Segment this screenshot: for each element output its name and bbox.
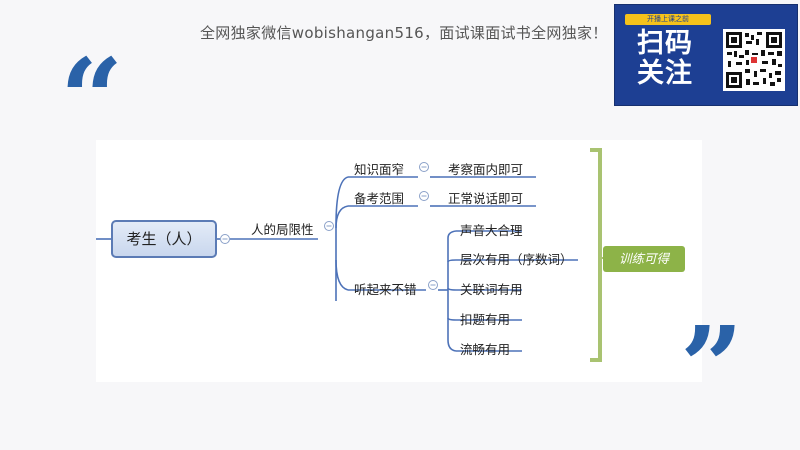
node-sub1-leaf[interactable]: 考察面内即可: [448, 162, 524, 177]
qr-follow-card[interactable]: 开播上课之前 扫码 关注: [614, 4, 798, 106]
qr-title-line1: 扫码: [637, 28, 693, 59]
node-branch[interactable]: 人的局限性: [251, 222, 314, 237]
node-sub3-leaf-2[interactable]: 层次有用（序数词）: [460, 252, 573, 267]
node-sub3-leaf-3[interactable]: 关联词有用: [460, 282, 523, 297]
node-sub3-leaf-1[interactable]: 声音大合理: [460, 223, 523, 238]
node-sub3-leaf-5[interactable]: 流畅有用: [460, 342, 511, 357]
mindmap-panel: 考生（人） 人的局限性 知识面窄 考察面内即可 备考范围 正常说话即可 听起来不…: [96, 140, 702, 382]
qr-code-image[interactable]: [723, 29, 785, 91]
mindmap-connectors: [96, 148, 603, 362]
qr-small-label: 开播上课之前: [625, 14, 711, 25]
qr-title: 扫码 关注: [637, 29, 707, 89]
qr-title-line2: 关注: [637, 58, 693, 89]
node-sub2-leaf[interactable]: 正常说话即可: [448, 191, 524, 206]
summary-bracket: [590, 148, 602, 362]
node-sub3-leaf-4[interactable]: 扣题有用: [460, 312, 511, 327]
node-sub2[interactable]: 备考范围: [354, 191, 405, 206]
node-sub1[interactable]: 知识面窄: [354, 162, 405, 177]
node-sub3[interactable]: 听起来不错: [354, 282, 417, 297]
close-quote-mark: ”: [680, 302, 744, 431]
mindmap-root-node[interactable]: 考生（人）: [111, 220, 217, 258]
watermark-text: 全网独家微信wobishangan516，面试课面试书全网独家！: [200, 24, 608, 42]
summary-tag[interactable]: 训练可得: [603, 246, 685, 272]
open-quote-mark: “: [60, 34, 124, 163]
